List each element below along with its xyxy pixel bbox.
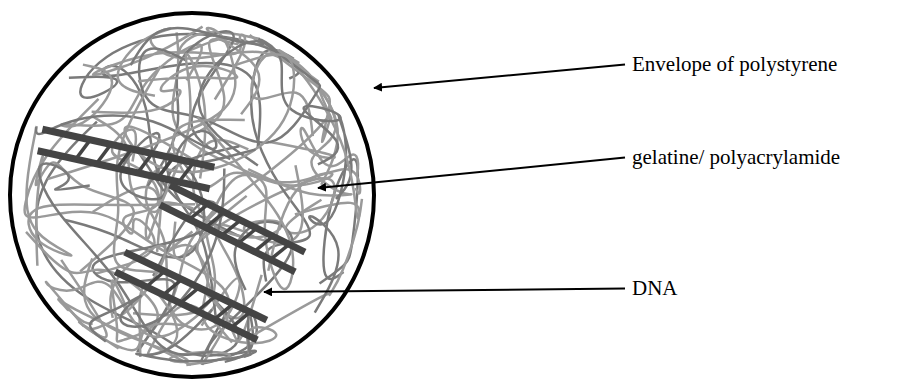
dna-backbone [125,252,267,320]
dna-backbone [42,129,214,167]
leader-lines [264,65,625,292]
leader-line [264,289,625,292]
label-holder: gelatine/ polyacrylamide [632,145,840,170]
dna-ladder [160,185,305,272]
gel-network [25,27,362,365]
dna-backbone [38,151,210,189]
gel-strand [309,115,351,312]
gel-strand [131,28,264,165]
dna-ladder [115,252,267,340]
dna-strands [38,129,305,340]
gel-strand [261,40,341,165]
label-holder: Envelope of polystyrene [632,52,837,77]
dna-ladder [38,129,215,188]
callout-label: Envelope of polystyrene [632,52,837,77]
gel-strand [252,53,362,218]
polystyrene-envelope [10,13,374,377]
leader-line [374,65,625,88]
gel-strand [136,310,250,362]
dna-backbone [170,185,305,252]
leader-line [318,158,625,188]
callout-label: DNA [632,276,678,301]
callout-label: gelatine/ polyacrylamide [632,145,840,170]
gel-strand [92,66,237,113]
label-holder: DNA [632,276,678,301]
gel-strand [36,122,238,356]
